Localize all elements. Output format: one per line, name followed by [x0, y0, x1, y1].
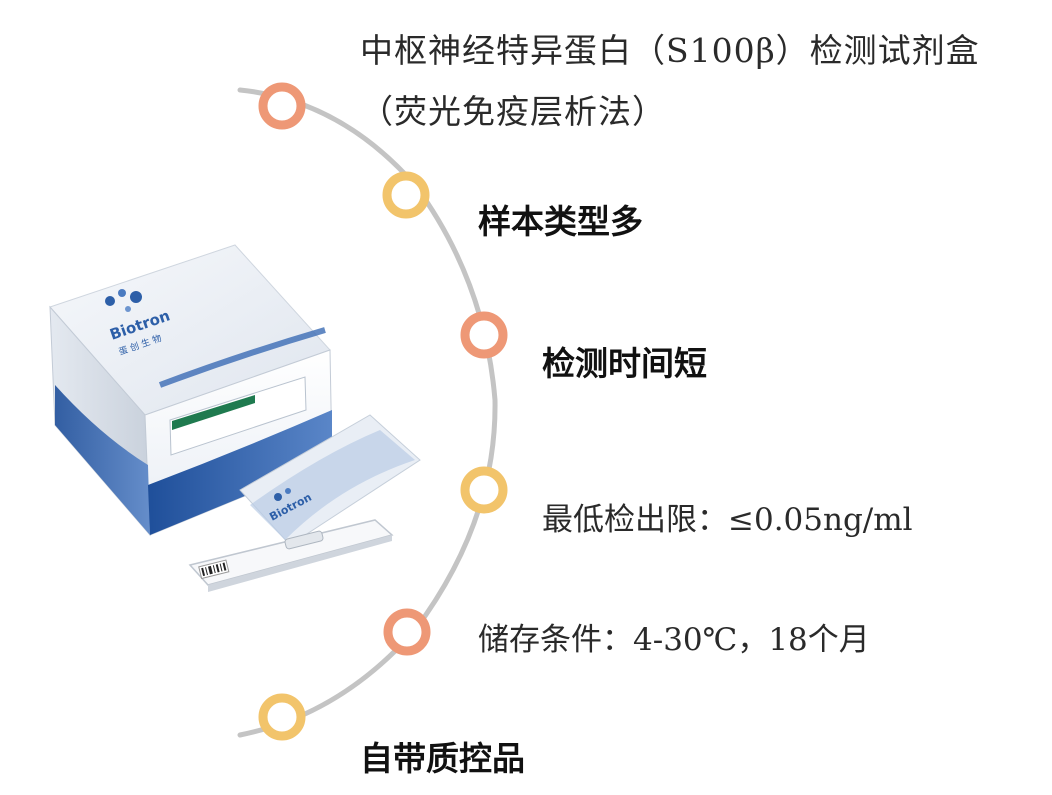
feature-dot-3 [460, 466, 508, 514]
feature-storage: 储存条件：4-30℃，18个月 [478, 622, 870, 658]
feature-test-time: 检测时间短 [542, 344, 707, 383]
feature-dot-4 [383, 608, 431, 656]
feature-detection-limit: 最低检出限：≤0.05ng/ml [542, 502, 913, 538]
arc-line [237, 87, 498, 738]
feature-sample-types: 样本类型多 [478, 202, 643, 241]
feature-quality-control: 自带质控品 [360, 739, 525, 778]
kit-title-line2: （荧光免疫层析法） [360, 92, 666, 131]
test-cassette [188, 519, 394, 592]
feature-dot-2 [460, 311, 508, 359]
product-image: Biotron 蛋 创 生 物 Biotron [49, 244, 421, 592]
kit-title-line1: 中枢神经特异蛋白（S100β）检测试剂盒 [360, 31, 980, 70]
foil-pouch: Biotron [239, 414, 421, 546]
feature-dot-5 [258, 693, 306, 741]
title-dot [258, 82, 306, 130]
kit-box: Biotron 蛋 创 生 物 [49, 244, 333, 537]
feature-dot-1 [382, 171, 430, 219]
